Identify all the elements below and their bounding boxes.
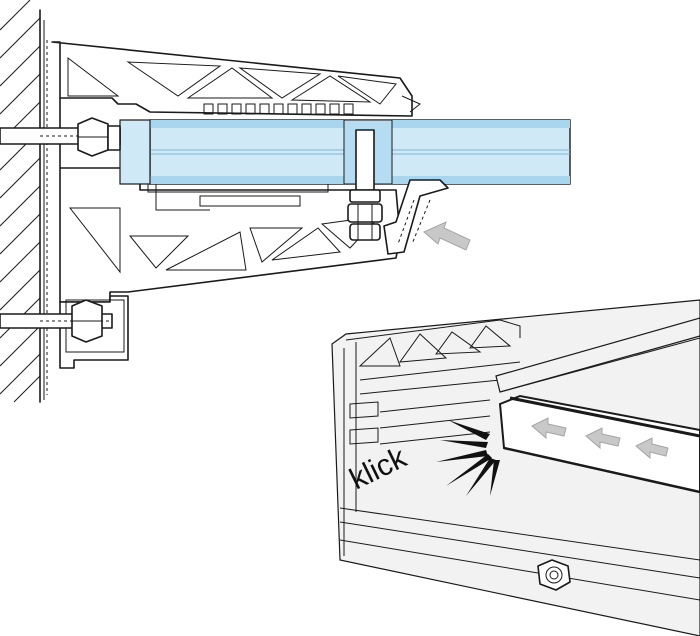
nut-icon	[537, 559, 571, 591]
click-burst-icon	[436, 420, 500, 496]
grey-arrow-icon	[585, 427, 621, 450]
grey-arrow-icon	[531, 417, 567, 440]
cross-section-view	[0, 0, 571, 403]
perspective-view: klick	[331, 299, 700, 636]
grey-arrow-icon	[635, 437, 669, 460]
glass-pane	[119, 119, 571, 185]
snap-clip	[383, 95, 449, 255]
bolt-icon	[0, 299, 113, 343]
wall-hatching	[0, 0, 48, 403]
bolt-icon	[0, 117, 121, 157]
grey-arrow-icon	[423, 221, 471, 251]
nut-icon	[347, 129, 383, 241]
